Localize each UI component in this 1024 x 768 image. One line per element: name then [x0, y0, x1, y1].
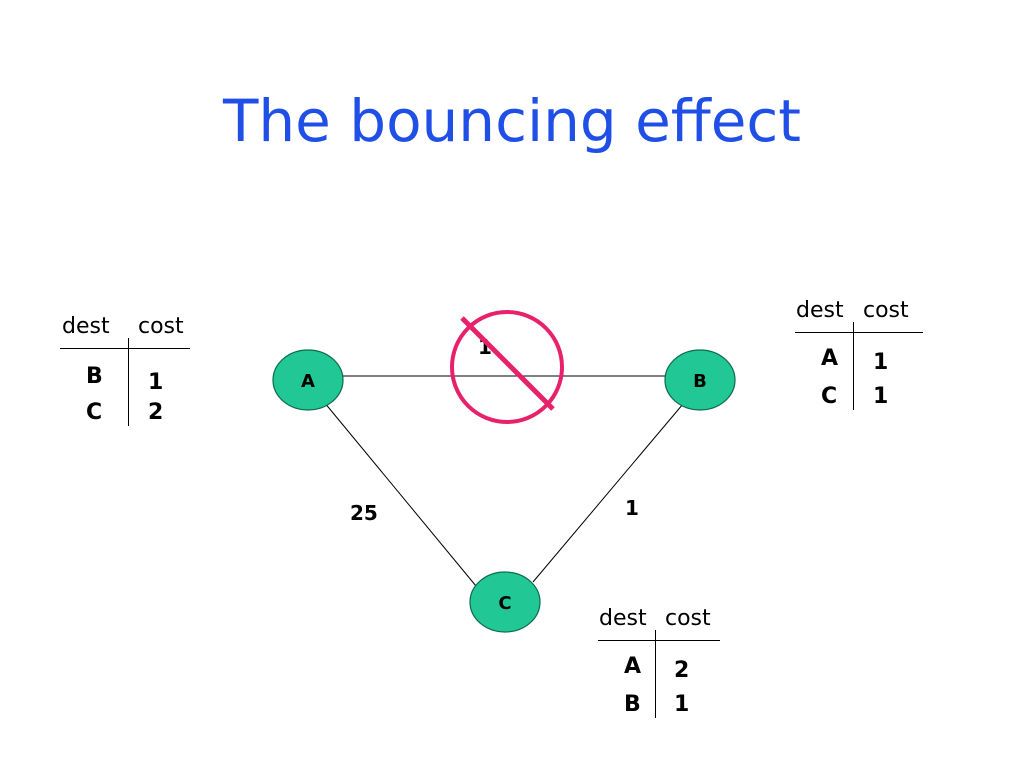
- node-a-label: A: [301, 371, 315, 392]
- table-a-cost-header: cost: [138, 314, 184, 339]
- routing-table-a: dest cost B 1 C 2: [60, 314, 190, 430]
- link-failure-icon: [450, 310, 564, 424]
- link-b-c: [532, 403, 684, 583]
- table-c-dest-header: dest: [599, 606, 647, 631]
- table-b-row1-dest: A: [821, 346, 839, 371]
- table-a-column-rule: [128, 338, 129, 426]
- table-a-row2-cost: 2: [148, 400, 164, 425]
- node-b[interactable]: B: [664, 349, 736, 411]
- table-c-row1-cost: 2: [674, 658, 690, 683]
- table-c-row2-dest: B: [624, 692, 641, 717]
- table-c-row1-dest: A: [624, 654, 642, 679]
- link-a-c-cost-label: 25: [350, 501, 378, 525]
- table-b-header-rule: [795, 332, 923, 333]
- table-b-dest-header: dest: [796, 298, 844, 323]
- table-b-cost-header: cost: [863, 298, 909, 323]
- table-b-row1-cost: 1: [873, 350, 889, 375]
- table-b-row2-dest: C: [821, 384, 838, 409]
- routing-table-b: dest cost A 1 C 1: [795, 298, 923, 414]
- table-c-row2-cost: 1: [674, 692, 690, 717]
- table-a-dest-header: dest: [62, 314, 110, 339]
- slide-title: The bouncing effect: [222, 87, 802, 155]
- table-b-row2-cost: 1: [873, 384, 889, 409]
- table-a-row1-cost: 1: [148, 370, 164, 395]
- node-a[interactable]: A: [272, 349, 344, 411]
- link-a-c: [323, 401, 477, 587]
- table-c-cost-header: cost: [665, 606, 711, 631]
- table-b-column-rule: [853, 322, 854, 410]
- table-a-row1-dest: B: [86, 364, 103, 389]
- table-a-row2-dest: C: [86, 400, 103, 425]
- routing-table-c: dest cost A 2 B 1: [598, 606, 720, 722]
- table-a-header-rule: [60, 348, 190, 349]
- node-c-label: C: [498, 593, 511, 614]
- node-b-label: B: [693, 371, 707, 392]
- node-c[interactable]: C: [469, 571, 541, 633]
- table-c-header-rule: [598, 640, 720, 641]
- link-b-c-cost-label: 1: [625, 496, 639, 520]
- table-c-column-rule: [655, 630, 656, 718]
